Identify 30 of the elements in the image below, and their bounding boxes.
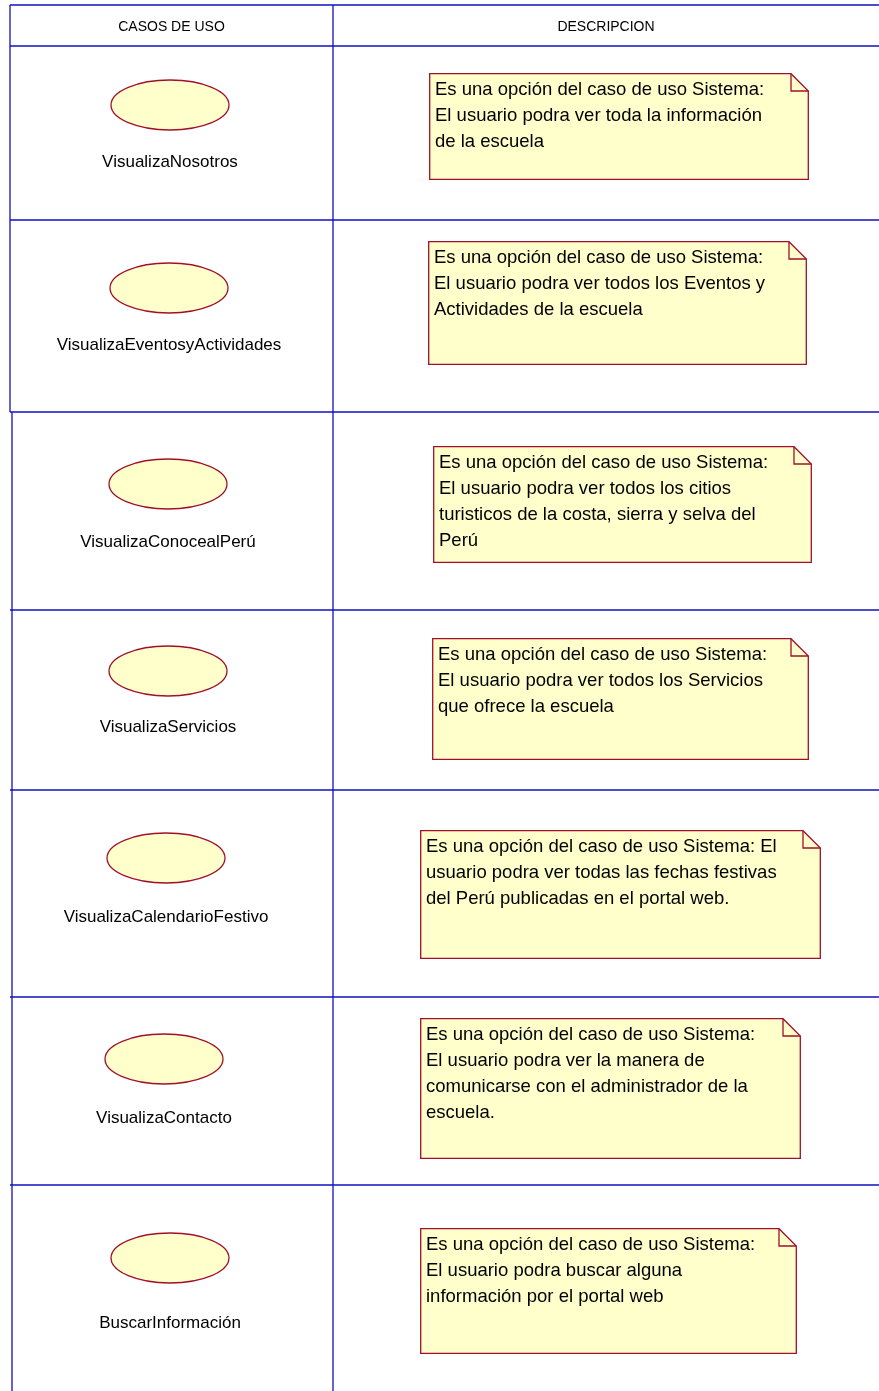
use-case-ellipse — [110, 79, 230, 131]
note-text: Es una opción del caso de uso Sistema: El usuario podra ver todos los Eventos y Actividades de la escuela — [434, 245, 767, 321]
use-case-label: VisualizaServicios — [99, 717, 237, 737]
use-case-label: VisualizaNosotros — [102, 152, 238, 172]
uml-note — [428, 241, 807, 365]
column-header: CASOS DE USO — [117, 18, 226, 34]
uml-note — [433, 446, 812, 563]
use-case-ellipse — [104, 1033, 224, 1085]
note-text: Es una opción del caso de uso Sistema: El usuario podra ver todas las fechas festivas del Perú publicadas en el portal web. — [426, 834, 778, 910]
use-case-ellipse — [108, 645, 228, 697]
use-case-label: VisualizaContacto — [96, 1108, 232, 1128]
uml-note — [429, 73, 809, 180]
uml-note — [420, 1228, 797, 1354]
use-case-ellipse — [106, 832, 226, 884]
note-text: Es una opción del caso de uso Sistema: El usuario podra ver la manera de comunicarse con el administrador de la escuela. — [426, 1022, 757, 1124]
use-case-ellipse — [108, 458, 228, 510]
uml-note — [420, 830, 821, 959]
uml-note — [420, 1018, 801, 1159]
use-case-label: VisualizaCalendarioFestivo — [63, 907, 269, 927]
note-text: Es una opción del caso de uso Sistema: El usuario podra ver todos los citios turisticos de la costa, sierra y selva del Perú — [439, 450, 770, 552]
note-text: Es una opción del caso de uso Sistema: El usuario podra ver toda la información de la escuela — [435, 77, 766, 153]
use-case-ellipse — [109, 262, 229, 314]
use-case-ellipse — [110, 1232, 230, 1284]
column-header: DESCRIPCION — [556, 18, 656, 34]
note-text: Es una opción del caso de uso Sistema: El usuario podra buscar alguna información por el portal web — [426, 1232, 757, 1308]
use-case-label: VisualizaEventosyActividades — [56, 335, 282, 355]
note-text: Es una opción del caso de uso Sistema: El usuario podra ver todos los Servicios que ofrece la escuela — [438, 642, 769, 718]
uml-note — [432, 638, 809, 760]
use-case-label: VisualizaConocealPerú — [80, 532, 256, 552]
use-case-label: BuscarInformación — [99, 1313, 241, 1333]
